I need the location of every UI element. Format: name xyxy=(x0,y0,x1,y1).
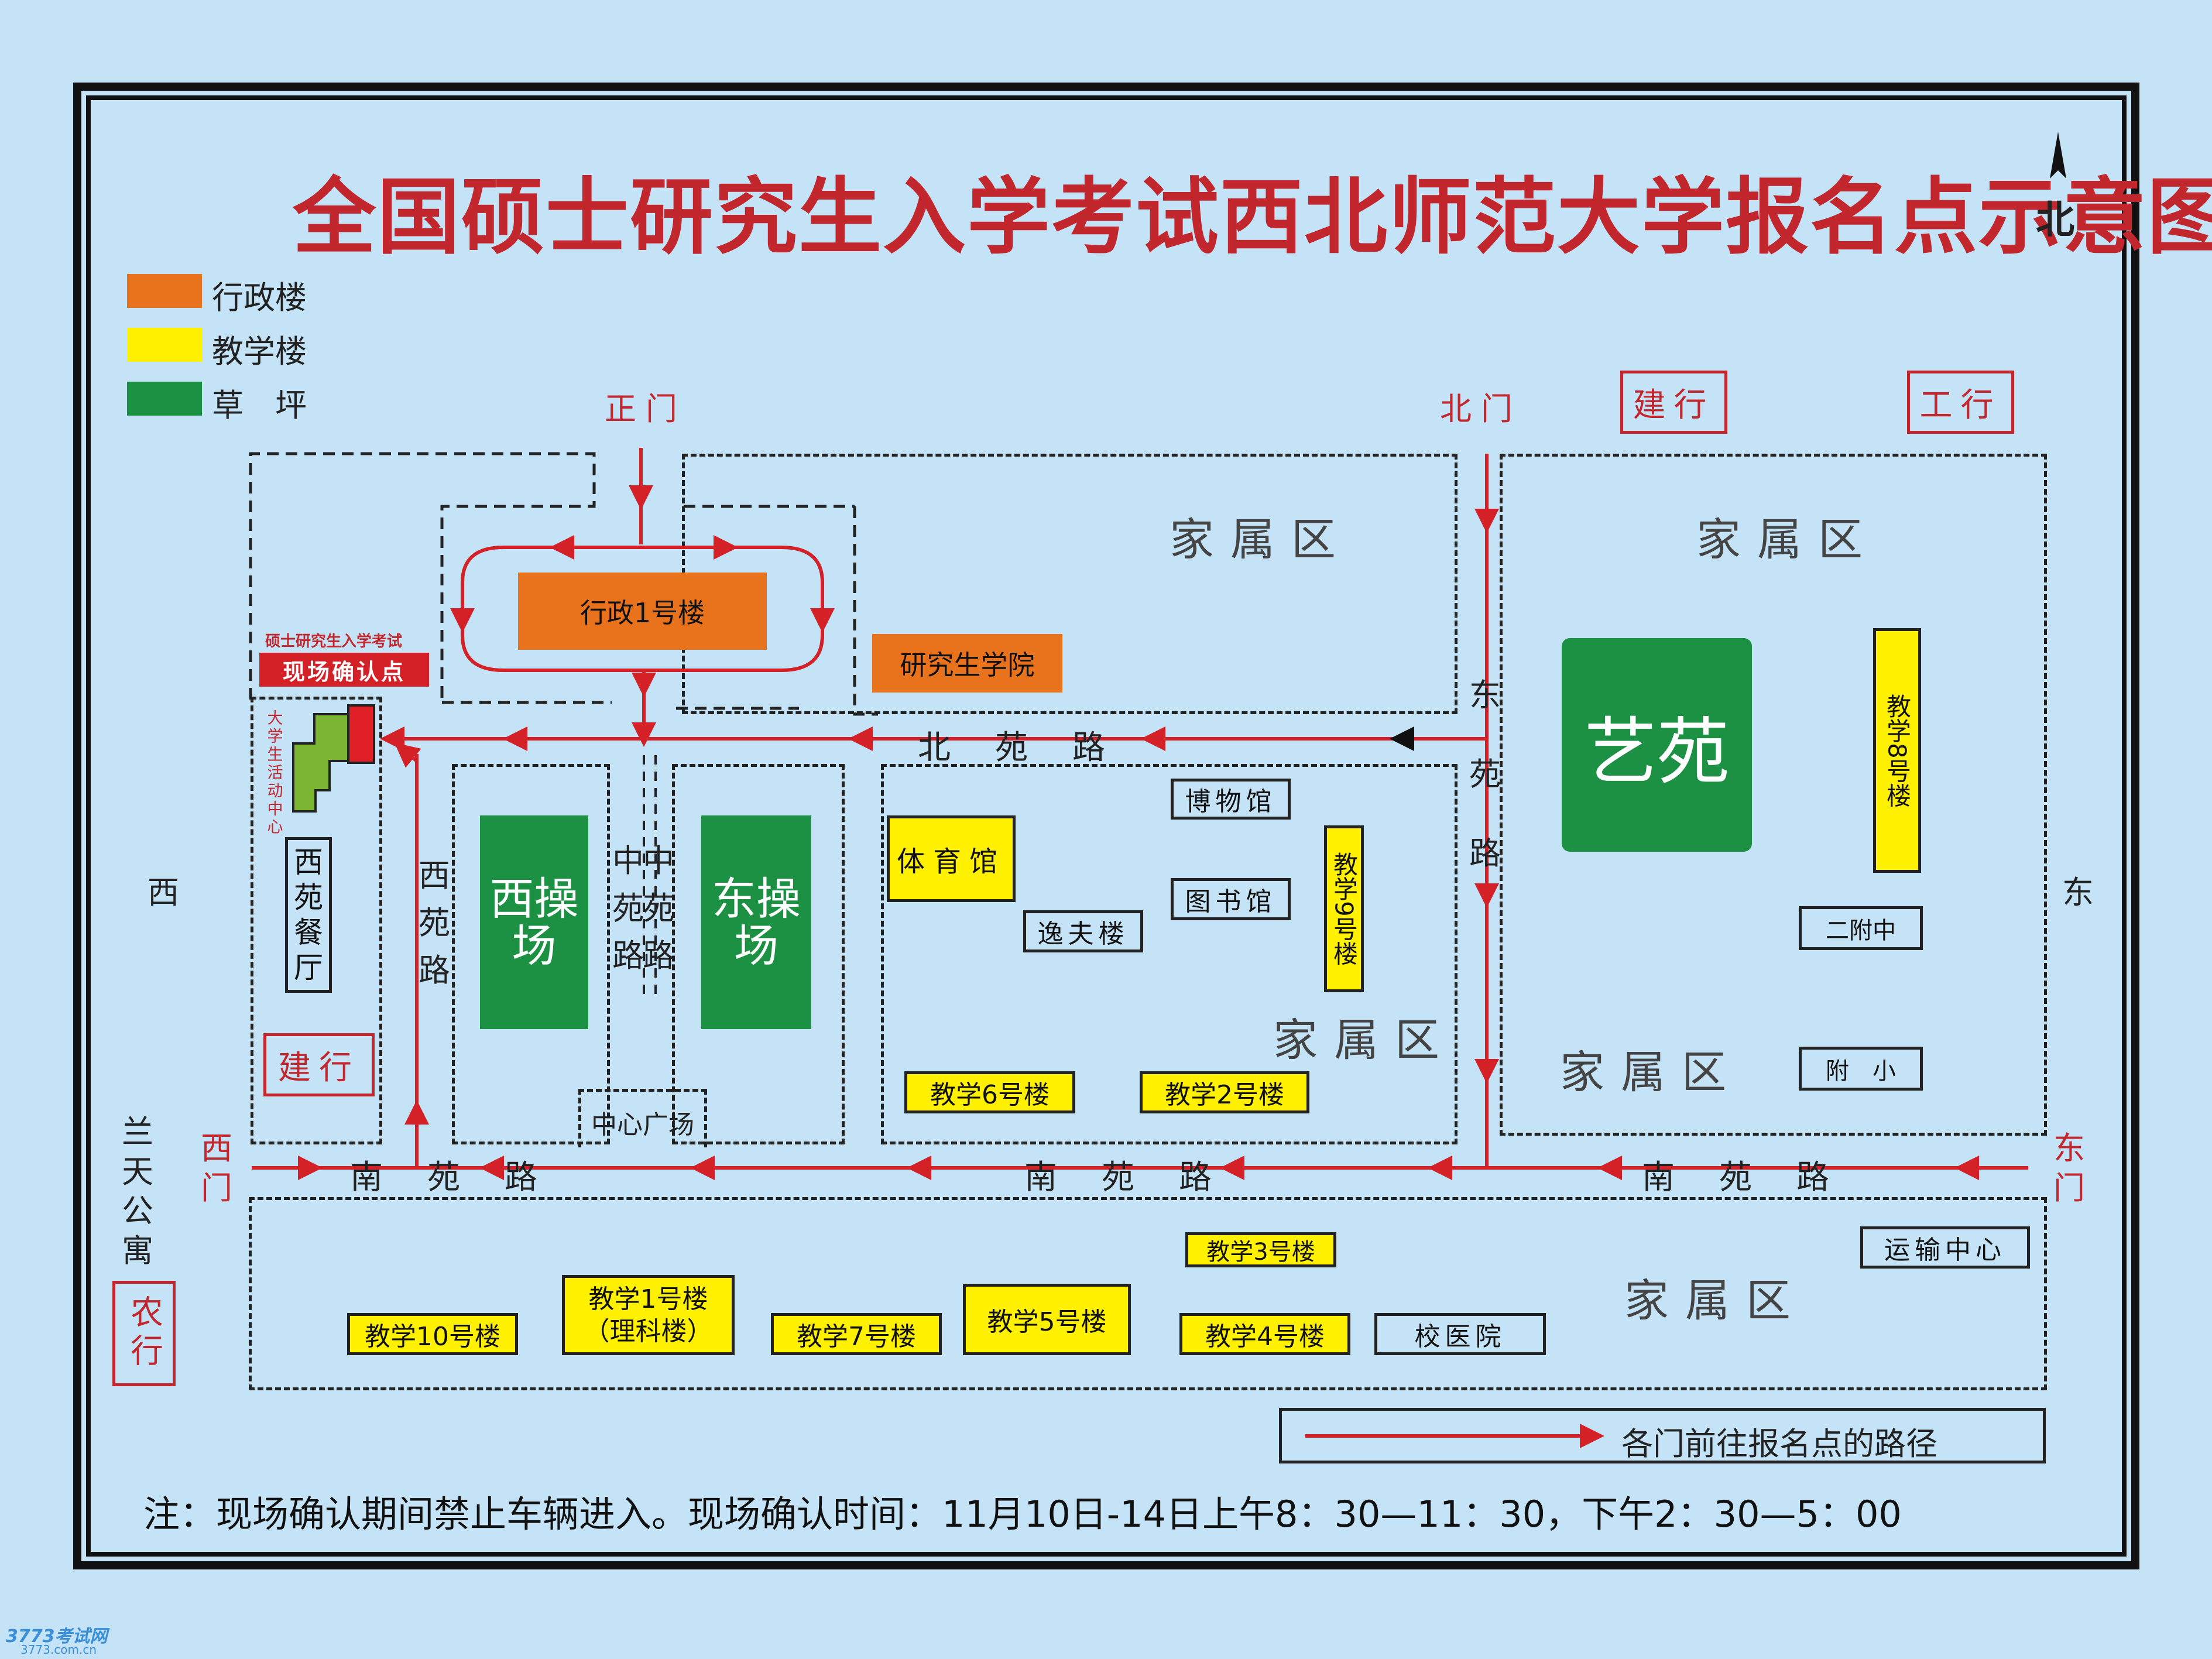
teaching-building-1-sub: （理科楼） xyxy=(584,1316,713,1346)
legend-teaching-swatch xyxy=(127,328,202,362)
museum: 博物馆 xyxy=(1171,779,1291,820)
teaching-building-3: 教学3号楼 xyxy=(1185,1232,1336,1267)
icbc-bank: 工行 xyxy=(1907,371,2014,434)
activity-center-label: 大学生活动中心 xyxy=(267,709,283,837)
legend-lawn-label: 草 坪 xyxy=(212,387,307,424)
west-field: 西操场 xyxy=(480,815,588,1029)
gymnasium: 体育馆 xyxy=(887,815,1016,902)
confirm-point-banner: 现场确认点 xyxy=(259,653,429,687)
xiyuan-canteen: 西苑餐厅 xyxy=(285,837,332,993)
east-gate-label: 东门 xyxy=(2053,1130,2085,1206)
route-legend-label: 各门前往报名点的路径 xyxy=(1621,1425,1937,1462)
teaching-building-1: 教学1号楼 （理科楼） xyxy=(562,1275,735,1355)
teaching-building-1-name: 教学1号楼 xyxy=(588,1284,708,1314)
legend-admin-label: 行政楼 xyxy=(212,279,307,316)
north-arrow-icon xyxy=(2050,132,2066,179)
zone-east-field xyxy=(672,764,845,1144)
teaching-building-7: 教学7号楼 xyxy=(771,1313,942,1355)
teaching-building-2: 教学2号楼 xyxy=(1140,1071,1309,1113)
teaching-building-8: 教学8号楼 xyxy=(1873,628,1921,873)
nanyuan-road-right-label: 南 苑 路 xyxy=(1642,1158,1835,1197)
main-gate-label: 正门 xyxy=(605,390,687,427)
east-field: 东操场 xyxy=(701,815,811,1029)
watermark-logo: 3773考试网 xyxy=(6,1626,108,1647)
legend-admin-swatch xyxy=(127,274,202,308)
zhongyuan-road-a-label: 中苑路 xyxy=(612,842,644,974)
map-title: 全国硕士研究生入学考试西北师范大学报名点示意图 xyxy=(293,169,2212,266)
west-side-label: 西 xyxy=(148,874,179,911)
teaching-building-5: 教学5号楼 xyxy=(963,1284,1131,1355)
activity-center-building xyxy=(292,704,375,813)
beiyuan-road-label: 北 苑 路 xyxy=(918,729,1111,767)
yiyuan-lawn: 艺苑 xyxy=(1562,638,1752,852)
residential-south-label: 家属区 xyxy=(1624,1274,1807,1326)
graduate-school: 研究生学院 xyxy=(872,634,1062,693)
zone-northeast-residential xyxy=(1500,454,2047,1136)
library: 图书馆 xyxy=(1171,878,1291,920)
residential-center-label: 家属区 xyxy=(1273,1014,1456,1066)
affiliated-primary-school: 附 小 xyxy=(1799,1047,1923,1091)
lantian-apartment-label: 兰天公寓 xyxy=(122,1113,153,1269)
west-gate-label: 西门 xyxy=(201,1130,232,1206)
teaching-building-4: 教学4号楼 xyxy=(1179,1313,1350,1355)
zhongyuan-road-b-label: 中苑路 xyxy=(643,842,674,974)
teaching-building-10: 教学10号楼 xyxy=(347,1313,518,1355)
nanyuan-road-mid-label: 南 苑 路 xyxy=(1024,1158,1218,1197)
legend-lawn-swatch xyxy=(127,382,202,416)
dongyuan-road-label: 东苑路 xyxy=(1469,677,1501,872)
confirm-point-title: 硕士研究生入学考试 xyxy=(265,633,403,650)
residential-ne-label: 家属区 xyxy=(1696,513,1879,565)
admin-building-1: 行政1号楼 xyxy=(518,573,767,650)
confirmation-note: 注：现场确认期间禁止车辆进入。现场确认时间：11月10日-14日上午8：30—1… xyxy=(143,1493,1902,1535)
compass-north-label: 北 xyxy=(2036,197,2074,242)
residential-nw-label: 家属区 xyxy=(1170,513,1352,565)
east-side-label: 东 xyxy=(2062,874,2094,911)
transport-center: 运输中心 xyxy=(1860,1226,2030,1269)
abc-bank: 农行 xyxy=(112,1281,176,1386)
legend-teaching-label: 教学楼 xyxy=(212,333,307,370)
north-gate-label: 北门 xyxy=(1440,390,1522,427)
central-plaza-label: 中心广场 xyxy=(591,1110,694,1140)
school-hospital: 校医院 xyxy=(1374,1313,1546,1355)
teaching-building-6: 教学6号楼 xyxy=(904,1071,1075,1113)
residential-east-low-label: 家属区 xyxy=(1560,1046,1743,1098)
second-affiliated-middle-school: 二附中 xyxy=(1799,906,1923,950)
ccb-top-bank: 建行 xyxy=(1620,371,1727,434)
watermark-url: 3773.com.cn xyxy=(20,1643,97,1657)
zone-west-canteen xyxy=(251,697,382,1144)
zone-central-plaza xyxy=(578,1089,707,1147)
route-legend-box xyxy=(1279,1408,2046,1463)
teaching-building-9: 教学9号楼 xyxy=(1324,825,1364,992)
zone-west-field xyxy=(452,764,610,1144)
zone-central-residential xyxy=(881,764,1457,1144)
nanyuan-road-left-label: 南 苑 路 xyxy=(350,1158,543,1197)
yifu-building: 逸夫楼 xyxy=(1023,910,1143,952)
zone-south-residential xyxy=(249,1197,2047,1390)
ccb-left-bank: 建行 xyxy=(263,1033,375,1096)
xiyuan-road-label: 西苑路 xyxy=(419,857,450,989)
